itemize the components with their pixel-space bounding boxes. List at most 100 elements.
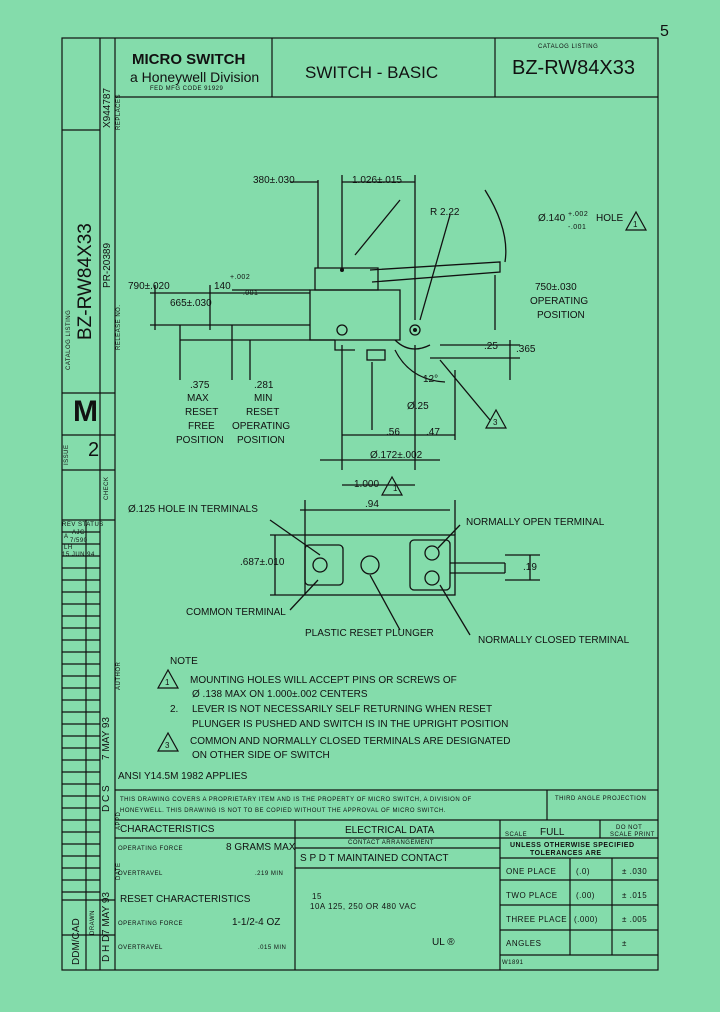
- scale-label: SCALE: [505, 832, 528, 838]
- reset-op-1: RESET: [246, 407, 280, 418]
- dim-47: .47: [426, 427, 440, 438]
- dim-1000-note-ref: 1: [393, 484, 398, 493]
- triangle-label-3: 3: [493, 418, 498, 427]
- dcs-date: 7 MAY 93: [101, 717, 112, 760]
- check-label: CHECK: [104, 476, 110, 500]
- reset-op-2: OPERATING: [232, 421, 291, 432]
- do-not-label: DO NOT: [616, 825, 643, 831]
- dim-365: .365: [516, 344, 536, 355]
- angles-tol: ±: [622, 939, 627, 948]
- two-place-tol: ± .015: [622, 891, 648, 900]
- replaces-number: X944787: [102, 87, 113, 128]
- notes-heading: NOTE: [170, 656, 198, 667]
- three-place-tol: ± .005: [622, 915, 648, 924]
- max-label: MAX: [187, 393, 209, 404]
- reset-free-2: FREE: [188, 421, 215, 432]
- dcs-label: D C S: [101, 785, 112, 812]
- release-number: PR-20389: [102, 242, 113, 288]
- op-force-value: 8 GRAMS MAX: [226, 842, 296, 853]
- catalog-vertical-label: CATALOG LISTING: [66, 309, 72, 370]
- dim-140-tol-minus: -.001: [240, 290, 259, 297]
- form-code: W1891: [502, 960, 524, 966]
- issue-number: 2: [88, 439, 100, 461]
- rev-entry-2: 7/590: [70, 538, 88, 544]
- dim-19: .19: [523, 562, 537, 573]
- rev-entry-1: AJC: [72, 530, 85, 536]
- dim-1026: 1.026±.015: [352, 175, 402, 186]
- reset-op-3: POSITION: [237, 435, 285, 446]
- ul-mark: UL ®: [432, 937, 455, 948]
- reset-free-3: POSITION: [176, 435, 224, 446]
- op-pos-label-2: POSITION: [537, 310, 585, 321]
- note3-line2: ON OTHER SIDE OF SWITCH: [192, 750, 330, 761]
- document-title: SWITCH - BASIC: [305, 63, 439, 82]
- scale-print-label: SCALE PRINT: [610, 832, 655, 838]
- dim-140-tol-plus: +.002: [230, 274, 251, 281]
- rev-entry-3: LH: [64, 545, 73, 551]
- angles-label: ANGLES: [506, 939, 542, 948]
- note1-line2: Ø .138 MAX ON 1.000±.002 CENTERS: [192, 689, 368, 700]
- proprietary-line1: THIS DRAWING COVERS A PROPRIETARY ITEM A…: [120, 797, 472, 803]
- drawn-label: DRAWN: [90, 910, 96, 935]
- dim-hole-tol-minus: -.001: [568, 224, 587, 231]
- triangle-label-1: 1: [633, 220, 638, 229]
- reset-ot-label: OVERTRAVEL: [118, 945, 163, 951]
- catalog-vertical: BZ-RW84X33: [75, 223, 96, 340]
- dim-56: .56: [386, 427, 400, 438]
- page-mark: 5: [660, 23, 669, 40]
- issue-letter: M: [73, 395, 98, 428]
- brand-division: a Honeywell Division: [130, 69, 260, 85]
- rating-value: 10A 125, 250 OR 480 VAC: [310, 902, 417, 911]
- reset-force-label: OPERATING FORCE: [118, 921, 184, 927]
- dim-94: .94: [365, 499, 379, 510]
- rev-entry-4: 15 JUN 94: [62, 552, 95, 558]
- min-label: MIN: [254, 393, 273, 404]
- third-angle-label: THIRD ANGLE PROJECTION: [555, 796, 647, 802]
- one-place-value: (.0): [576, 867, 590, 876]
- characteristics-heading: CHARACTERISTICS: [120, 824, 215, 835]
- brand-name: MICRO SWITCH: [132, 51, 246, 68]
- electrical-heading: ELECTRICAL DATA: [345, 825, 435, 836]
- catalog-label: CATALOG LISTING: [538, 44, 599, 50]
- ansi-note: ANSI Y14.5M 1982 APPLIES: [118, 771, 248, 782]
- dhd-date: 7 MAY 93: [101, 892, 112, 935]
- note3-line1: COMMON AND NORMALLY CLOSED TERMINALS ARE…: [190, 736, 511, 747]
- catalog-number: BZ-RW84X33: [512, 57, 636, 79]
- note2-mark: 2.: [170, 704, 179, 715]
- replaces-label: REPLACES: [116, 93, 122, 130]
- dim-665: 665±.030: [170, 298, 212, 309]
- dim-25b: Ø.25: [407, 401, 429, 412]
- reset-ot-value: .015 MIN: [258, 945, 287, 951]
- label-normally-closed: NORMALLY CLOSED TERMINAL: [478, 635, 630, 646]
- reset-force-value: 1-1/2-4 OZ: [232, 917, 281, 928]
- tolerance-heading-1: UNLESS OTHERWISE SPECIFIED: [510, 842, 635, 849]
- note2-line1: LEVER IS NOT NECESSARILY SELF RETURNING …: [192, 704, 493, 715]
- reset-free-1: RESET: [185, 407, 219, 418]
- dim-687: .687±.010: [240, 557, 285, 568]
- op-force-label: OPERATING FORCE: [118, 846, 184, 852]
- note1-mark: 1: [165, 678, 170, 687]
- rev-status-label: REV STATUS: [62, 522, 104, 528]
- dhd-label: D H D: [101, 934, 112, 962]
- contact-arrangement-label: CONTACT ARRANGEMENT: [348, 840, 434, 846]
- contact-arrangement-value: S P D T MAINTAINED CONTACT: [300, 853, 449, 864]
- two-place-label: TWO PLACE: [506, 891, 558, 900]
- rating-ref: 15: [312, 892, 322, 901]
- tolerance-heading-2: TOLERANCES ARE: [530, 850, 602, 857]
- dim-790: 790±.020: [128, 281, 170, 292]
- three-place-label: THREE PLACE: [506, 915, 568, 924]
- dim-380: 380±.030: [253, 175, 295, 186]
- dim-angle: 12°: [423, 374, 439, 385]
- dim-radius: R 2.22: [430, 207, 460, 218]
- fed-code: FED MFG CODE 91929: [150, 86, 224, 92]
- note2-line2: PLUNGER IS PUSHED AND SWITCH IS IN THE U…: [192, 719, 509, 730]
- dim-172: Ø.172±.002: [370, 450, 423, 461]
- label-normally-open: NORMALLY OPEN TERMINAL: [466, 517, 605, 528]
- overtravel-label: OVERTRAVEL: [118, 871, 163, 877]
- label-plunger: PLASTIC RESET PLUNGER: [305, 628, 434, 639]
- dim-750: 750±.030: [535, 282, 577, 293]
- proprietary-line2: HONEYWELL. THIS DRAWING IS NOT TO BE COP…: [120, 808, 446, 814]
- dim-1000: 1.000: [354, 479, 380, 490]
